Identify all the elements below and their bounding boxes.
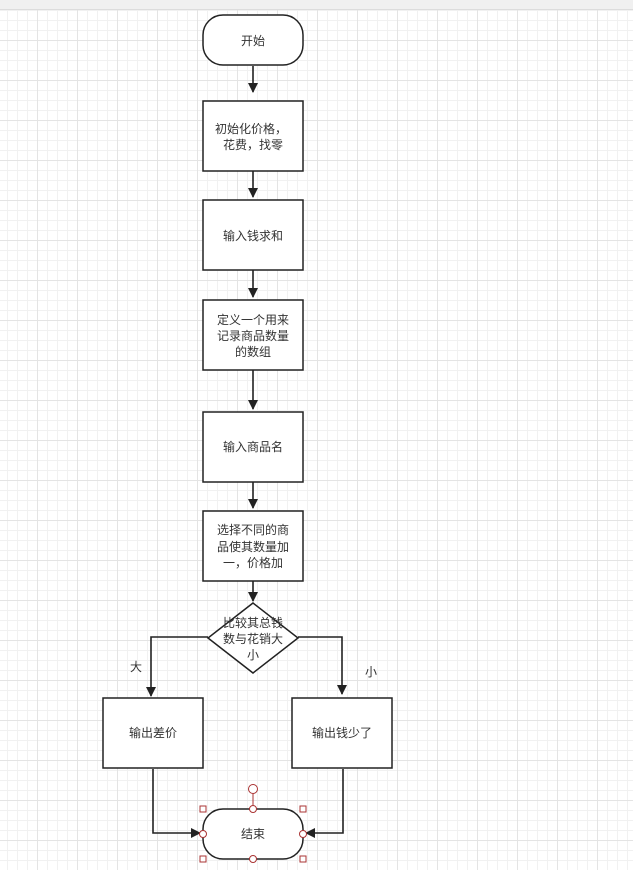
edge-out-diff-end[interactable]	[152, 769, 201, 838]
node-input-money-label: 输入钱求和	[223, 228, 283, 243]
node-start-label: 开始	[241, 34, 265, 48]
node-out-less[interactable]: 输出钱少了	[291, 697, 393, 769]
node-define-array-line-2: 记录商品数量	[217, 328, 289, 343]
edge-label-big: 大	[130, 660, 142, 674]
rotate-handle[interactable]	[248, 784, 258, 794]
edge-compare-out-diff[interactable]	[146, 636, 208, 697]
node-end[interactable]: 结束	[202, 808, 304, 860]
resize-handle-top-right[interactable]	[299, 805, 307, 813]
node-init-line-2: 花费，找零	[223, 137, 283, 152]
node-input-money[interactable]: 输入钱求和	[202, 199, 304, 271]
node-out-diff[interactable]: 输出差价	[102, 697, 204, 769]
node-compare-line-2: 数与花销大	[223, 631, 283, 646]
node-input-name[interactable]: 输入商品名	[202, 411, 304, 483]
connection-point-top[interactable]	[249, 805, 257, 813]
connection-point-left[interactable]	[199, 830, 207, 838]
node-out-less-label: 输出钱少了	[312, 725, 372, 740]
canvas-top-bar	[0, 0, 633, 10]
edge-compare-out-less[interactable]	[298, 636, 347, 695]
resize-handle-bottom-left[interactable]	[199, 855, 207, 863]
node-define-array-line-1: 定义一个用来	[217, 312, 289, 327]
node-compare[interactable]: 比较其总钱 数与花销大 小	[206, 602, 300, 674]
node-input-name-label: 输入商品名	[223, 439, 283, 454]
node-init-line-1: 初始化价格，	[215, 121, 287, 136]
node-start[interactable]: 开始	[202, 14, 304, 66]
edges	[146, 66, 347, 838]
node-select-line-2: 品使其数量加	[217, 539, 289, 554]
node-select[interactable]: 选择不同的商 品使其数量加 一，价格加	[202, 510, 304, 582]
node-end-label: 结束	[241, 827, 265, 841]
selection-handles[interactable]	[199, 784, 307, 863]
edge-out-less-end[interactable]	[305, 769, 344, 838]
node-compare-line-1: 比较其总钱	[223, 615, 283, 630]
node-init[interactable]: 初始化价格， 花费，找零	[202, 100, 304, 172]
node-define-array-line-3: 的数组	[235, 344, 271, 359]
node-compare-line-3: 小	[247, 648, 259, 662]
node-select-line-1: 选择不同的商	[217, 522, 289, 537]
resize-handle-top-left[interactable]	[199, 805, 207, 813]
resize-handle-bottom-right[interactable]	[299, 855, 307, 863]
node-out-diff-label: 输出差价	[129, 725, 177, 740]
connection-point-right[interactable]	[299, 830, 307, 838]
connection-point-bottom[interactable]	[249, 855, 257, 863]
node-define-array[interactable]: 定义一个用来 记录商品数量 的数组	[202, 299, 304, 371]
edge-label-small: 小	[365, 665, 377, 679]
node-select-line-3: 一，价格加	[223, 555, 283, 570]
